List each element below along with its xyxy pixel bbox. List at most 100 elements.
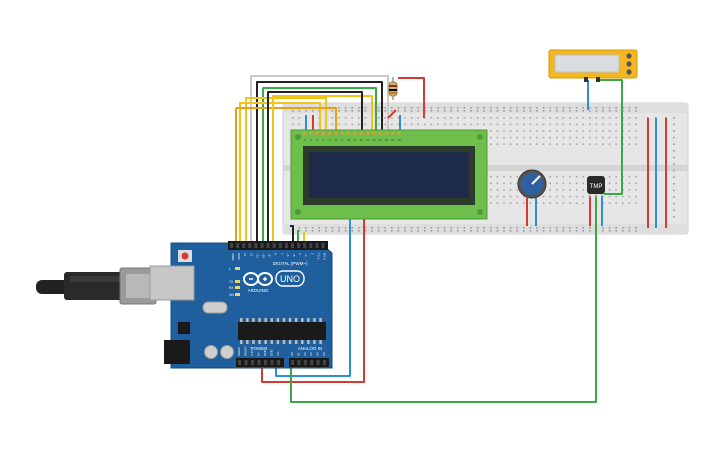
digital-header [228, 241, 328, 250]
wire-red-power [261, 218, 365, 383]
wire-green-meter [598, 79, 623, 195]
wire-black-1 [256, 81, 383, 241]
digital-pin-label: ~5 [292, 253, 296, 257]
wire-green-data [262, 87, 377, 241]
temperature-sensor[interactable]: TMP [587, 176, 605, 198]
lcd-pin [378, 131, 382, 135]
lcd-pin-number: 16 [397, 138, 401, 142]
power-pin-label: 5V [257, 352, 261, 356]
power-pin-label: 3.3V [250, 350, 254, 356]
lcd-pin-number: 11 [366, 138, 369, 142]
analog-header-label: ANALOG IN [298, 346, 323, 351]
lcd-pin [397, 131, 401, 135]
header-pin [277, 360, 280, 365]
header-pin [270, 360, 274, 365]
digital-pin-label: 12 [249, 253, 253, 257]
capacitor-2 [220, 345, 234, 359]
header-pin [236, 243, 240, 248]
lcd-pin-number: 6 [335, 138, 337, 142]
wire-blue-ground [275, 218, 351, 377]
lcd-pin-number: 4 [323, 138, 325, 142]
wire-yellow-2 [245, 97, 327, 241]
lcd-screen [309, 152, 469, 198]
header-pin [291, 243, 294, 248]
lcd-pin [366, 131, 369, 135]
board-led [235, 293, 240, 296]
power-pin-label: GND [270, 349, 274, 357]
digital-pin-label: ~3 [304, 253, 308, 257]
multimeter[interactable] [548, 49, 638, 82]
wire-orange-1 [235, 107, 337, 241]
lcd-pin-number: 12 [372, 138, 376, 142]
board-model-label: UNO [280, 274, 300, 284]
wire-red-resistor [398, 77, 425, 118]
sensor-label: TMP [590, 184, 603, 190]
header-pin [272, 243, 276, 248]
led-label: RX [229, 286, 234, 290]
lcd-pin-number: 15 [391, 138, 395, 142]
header-pin [323, 360, 326, 365]
header-pin [242, 243, 246, 248]
digital-pin-label: TX 1 [316, 253, 320, 260]
arduino-uno[interactable]: UNO ARDUINO DIGITAL (PWM~) POWER ANALOG … [149, 241, 333, 369]
header-pin [315, 243, 319, 248]
power-pin-label: GND [263, 349, 267, 357]
resistor[interactable] [388, 77, 398, 100]
header-pin [284, 243, 288, 248]
lcd-pin-number: 8 [348, 138, 350, 142]
wire-black-2 [267, 91, 363, 241]
header-pin [238, 360, 241, 365]
digital-pin-label: 7 [280, 253, 284, 255]
wire-yellow-1 [239, 102, 321, 241]
digital-pin-label: ~6 [286, 253, 290, 257]
header-pin [251, 360, 254, 365]
header-pin [310, 360, 314, 365]
header-pin [309, 243, 313, 248]
header-pin [291, 360, 294, 365]
digital-pin-label: 2 [310, 253, 314, 255]
led-label: L [229, 267, 231, 271]
digital-pin-label: ~11 [255, 253, 259, 258]
wire-green-sensor [290, 196, 597, 403]
lcd-pin [384, 131, 388, 135]
wire-black-lcd-lower [290, 225, 294, 241]
lcd-pin-number: 9 [354, 138, 356, 142]
led-label: ON [229, 293, 234, 297]
analog-pin-label: A4 [316, 352, 320, 356]
multimeter-display [554, 54, 620, 73]
potentiometer[interactable] [517, 169, 547, 199]
header-pin [230, 243, 233, 248]
wire-yellow-3 [272, 95, 373, 241]
digital-pin-label: 4 [298, 253, 302, 255]
lcd-pin [353, 131, 357, 135]
digital-pin-label: 8 [274, 253, 278, 255]
analog-pin-label: A5 [322, 352, 326, 356]
analog-pin-label: A2 [303, 352, 307, 356]
crystal [202, 301, 228, 314]
digital-pin-label: ~9 [268, 253, 272, 257]
header-pin [297, 360, 301, 365]
power-pin-label: RESET [244, 346, 248, 356]
lcd-pin [309, 131, 313, 135]
usb-cable [36, 267, 157, 305]
lcd-pin-number: 14 [385, 138, 389, 142]
header-pin [297, 243, 301, 248]
lcd-pin-number: 10 [360, 138, 364, 142]
header-pin [303, 243, 307, 248]
lcd-pin-number: 2 [310, 138, 312, 142]
digital-pin-label: GND [237, 253, 241, 261]
board-brand-label: ARDUINO [248, 288, 269, 293]
analog-pin-label: A0 [290, 352, 294, 356]
usb-jack [149, 265, 195, 301]
header-pin [321, 243, 325, 248]
header-pin [266, 243, 270, 248]
lcd-pin [340, 131, 344, 135]
analog-pin-label: A3 [309, 352, 313, 356]
power-header-label: POWER [250, 346, 268, 351]
lcd-pin-number: 3 [316, 138, 318, 142]
wires [235, 75, 623, 403]
digital-header-label: DIGITAL (PWM~) [273, 261, 308, 266]
